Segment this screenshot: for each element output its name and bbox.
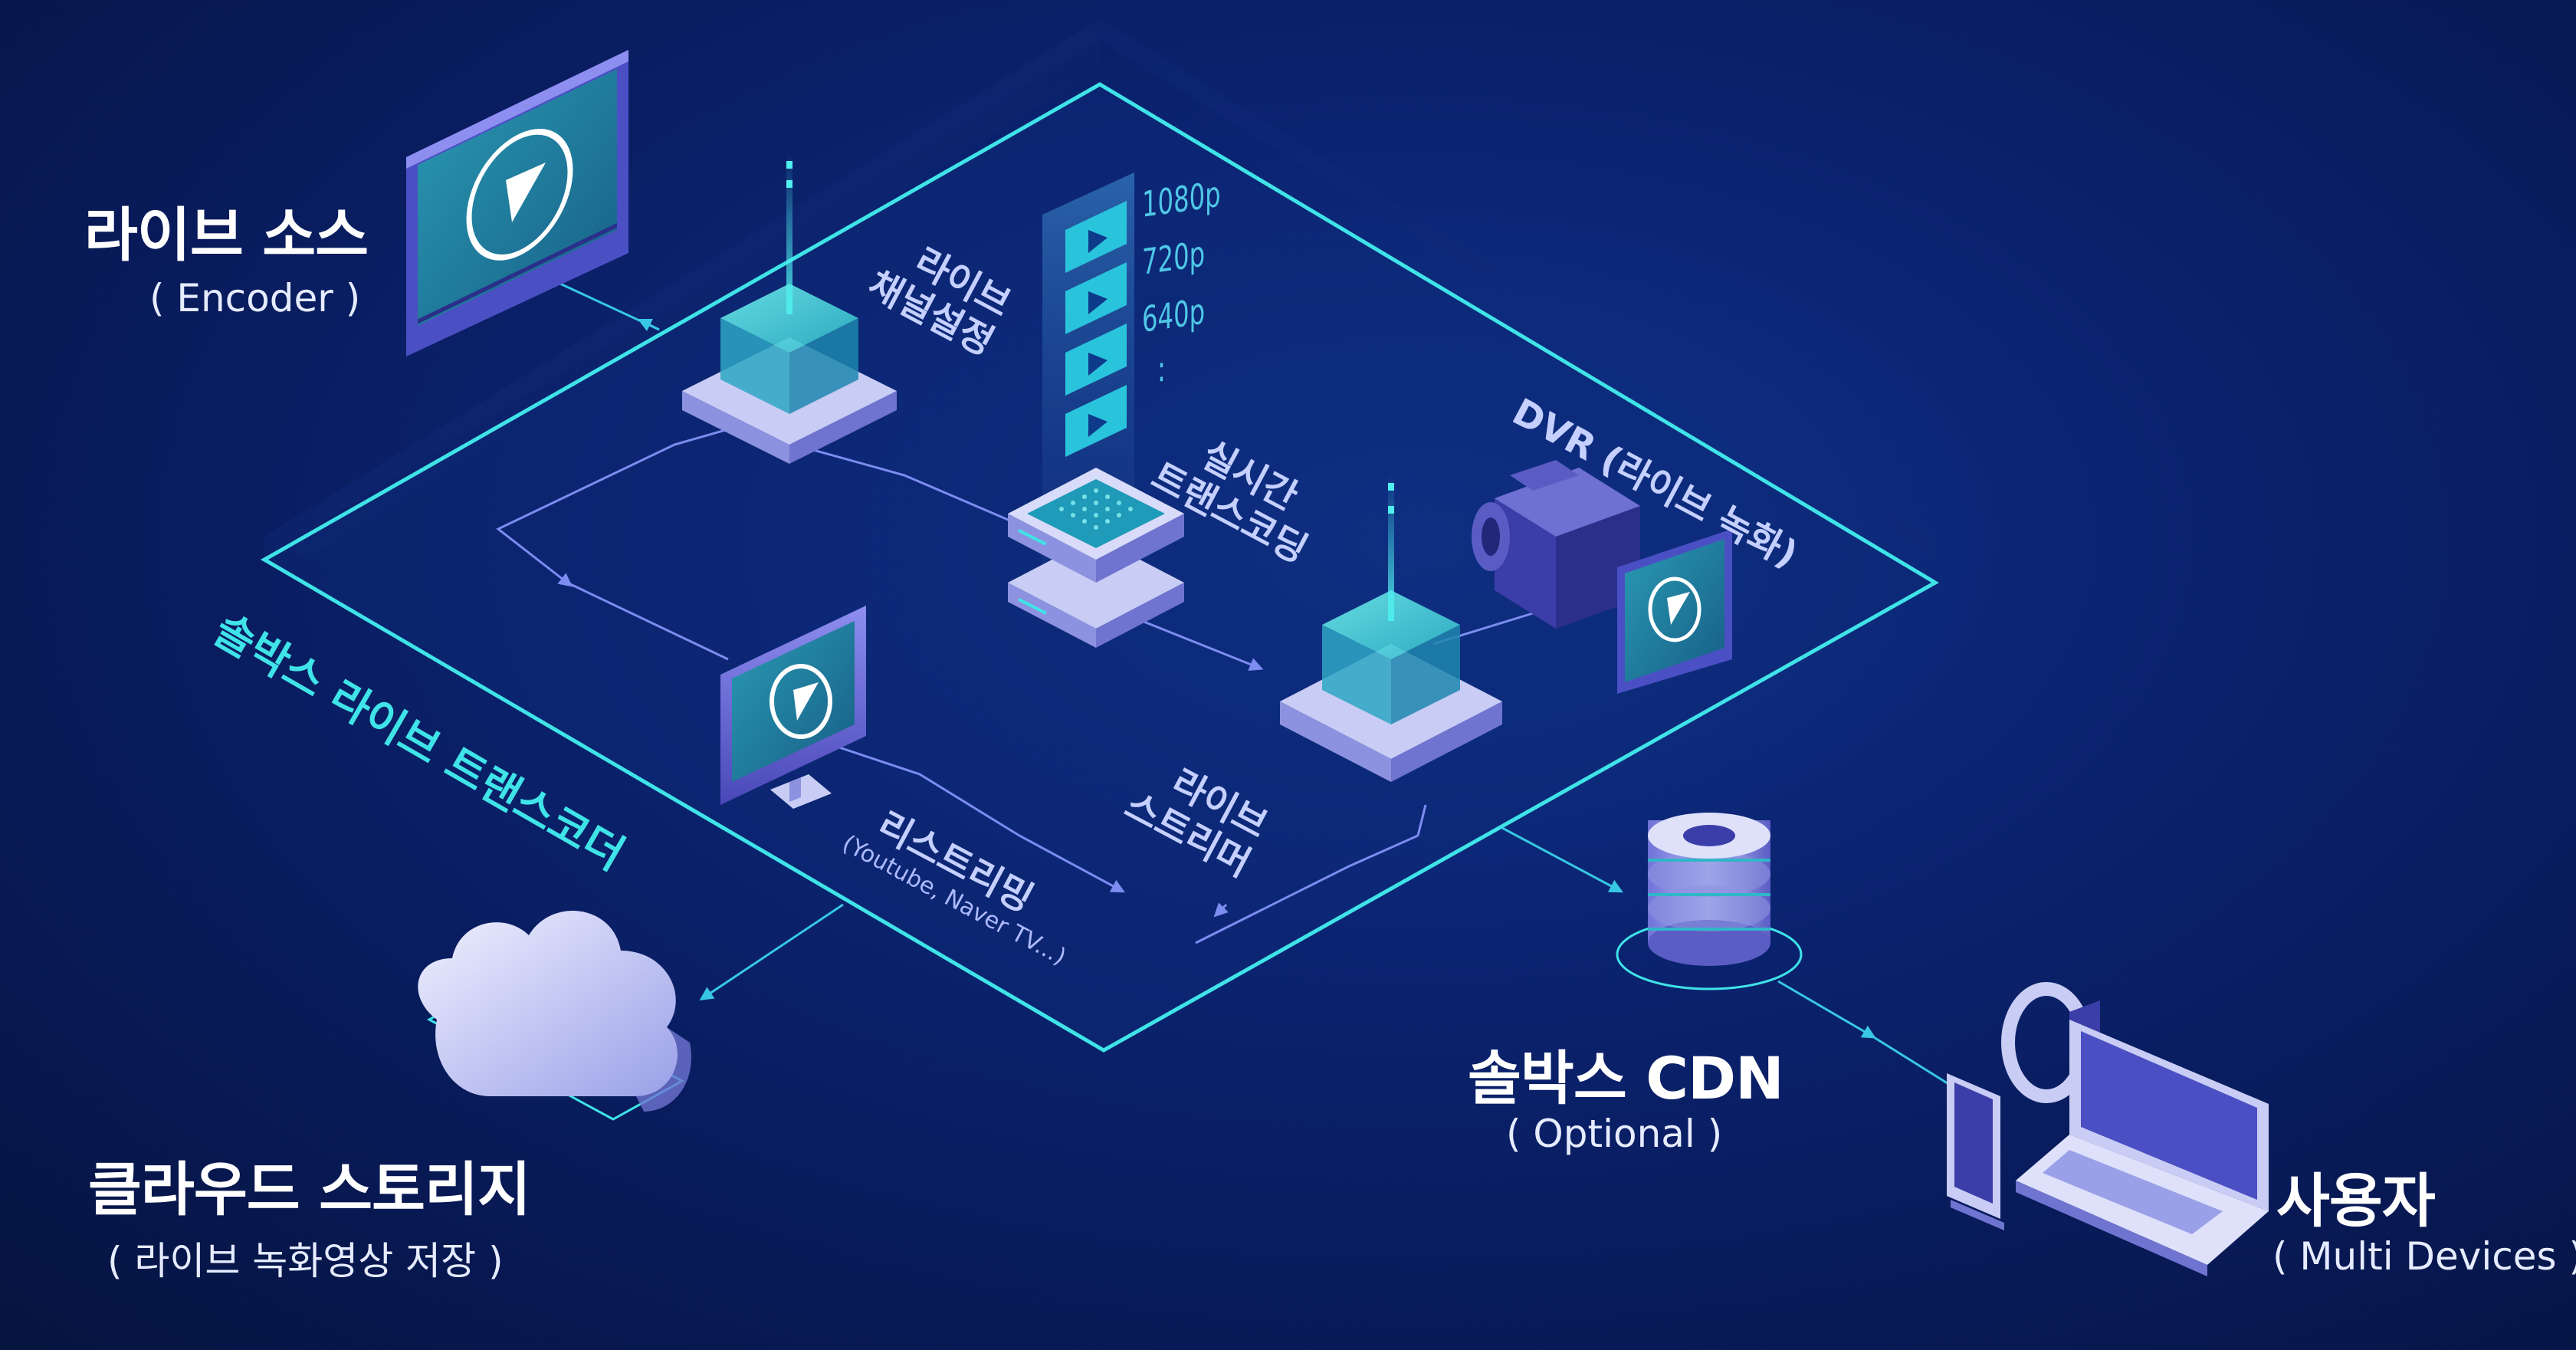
streamer-cube-icon [1280, 475, 1502, 782]
cloud-icon [418, 910, 691, 1121]
database-icon [1616, 813, 1803, 990]
server-cube-icon [682, 153, 897, 464]
encoder-player-icon [406, 50, 628, 356]
cloud-storage-sub: ( 라이브 녹화영상 저장 ) [107, 1239, 504, 1283]
resolution-more: : [1157, 347, 1166, 390]
outer-connectors [551, 278, 1994, 1113]
smartphone-icon [1947, 1073, 2004, 1230]
live-source-title: 라이브 소스 [84, 201, 369, 269]
video-camera-icon [1472, 460, 1732, 694]
cdn-sub: ( Optional ) [1506, 1112, 1723, 1156]
user-sub: ( Multi Devices ) [2272, 1234, 2576, 1279]
resolution-720p: 720p [1142, 232, 1206, 283]
live-source-sub: ( Encoder ) [149, 276, 361, 320]
cloud-storage-title: 클라우드 스토리지 [88, 1155, 531, 1224]
laptop-icon [2016, 1020, 2269, 1276]
resolution-beam [1042, 172, 1134, 567]
transcoder-server-icon [1008, 468, 1184, 648]
platform-shadow-side [264, 18, 1100, 560]
resolution-640p: 640p [1142, 290, 1206, 340]
user-title: 사용자 [2276, 1167, 2436, 1235]
cdn-title: 솔박스 CDN [1468, 1044, 1784, 1112]
monitor-icon [720, 606, 866, 809]
